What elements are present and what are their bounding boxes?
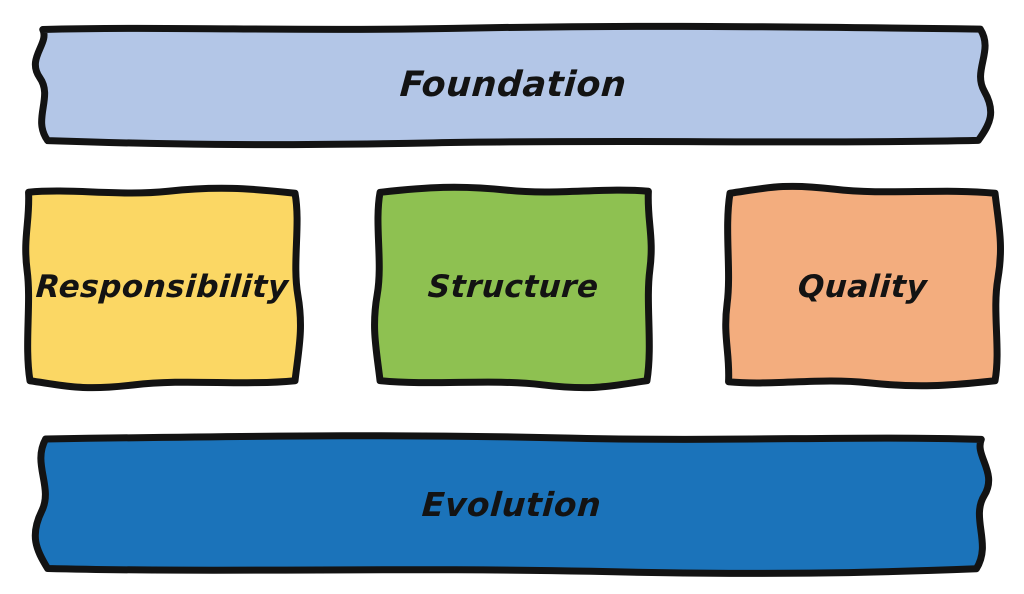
sketch-border (18, 433, 1006, 575)
sketch-border (18, 24, 1008, 146)
sketch-border (370, 183, 657, 390)
quality-label: Quality (796, 269, 929, 305)
evolution-label: Evolution (420, 484, 604, 524)
box-structure: Structure (370, 183, 657, 390)
responsibility-label: Responsibility (34, 269, 291, 305)
foundation-label: Foundation (398, 65, 628, 105)
box-foundation: Foundation (18, 24, 1008, 146)
box-responsibility: Responsibility (20, 184, 305, 390)
sketch-border (20, 184, 305, 390)
box-evolution: Evolution (18, 433, 1006, 575)
structure-label: Structure (426, 268, 601, 305)
box-quality: Quality (720, 184, 1005, 390)
sketch-border (720, 184, 1005, 390)
